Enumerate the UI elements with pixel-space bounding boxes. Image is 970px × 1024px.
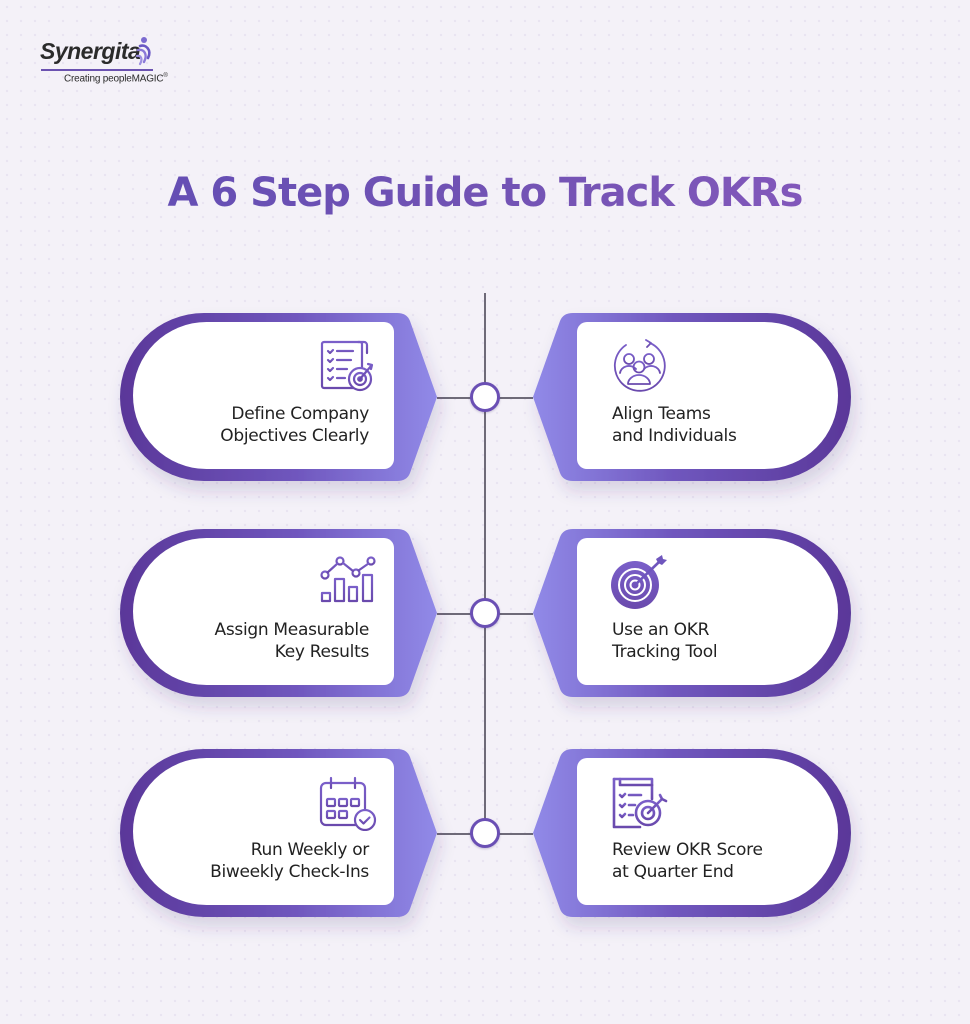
step-card-6: Review OKR Score at Quarter End [533, 749, 863, 917]
step-label: Define Company Objectives Clearly [220, 404, 369, 446]
synergita-logo: Synergita Creating peopleMAGIC® [40, 37, 168, 84]
connector-line-6 [499, 833, 533, 835]
step-label: Run Weekly or Biweekly Check-Ins [210, 840, 369, 882]
step-label: Use an OKR Tracking Tool [612, 620, 718, 662]
connector-line-5 [437, 833, 471, 835]
step-card-5: Run Weekly or Biweekly Check-Ins [120, 749, 450, 917]
timeline-node-2 [470, 598, 500, 628]
card-body [577, 322, 838, 469]
team-align-icon [613, 339, 666, 392]
step-label: Review OKR Score at Quarter End [612, 840, 763, 882]
card-body [133, 322, 394, 469]
connector-line-1 [437, 397, 471, 399]
timeline-node-1 [470, 382, 500, 412]
connector-line-4 [499, 613, 533, 615]
card-body [577, 538, 838, 685]
logo-tagline: Creating peopleMAGIC® [64, 73, 168, 85]
step-label: Assign Measurable Key Results [214, 620, 370, 662]
timeline-node-3 [470, 818, 500, 848]
page-title: A 6 Step Guide to Track OKRs [0, 170, 970, 216]
step-label: Align Teams and Individuals [612, 404, 737, 446]
step-card-1: Define Company Objectives Clearly [120, 313, 450, 481]
card-body [133, 538, 394, 685]
timeline-vertical-line [484, 293, 486, 833]
checklist-target-icon [320, 340, 374, 392]
calendar-check-icon [319, 776, 377, 831]
logo-wordmark: Synergita [40, 38, 141, 64]
logo-underline [41, 69, 153, 71]
step-card-4: Use an OKR Tracking Tool [533, 529, 863, 697]
clipboard-target-icon [612, 777, 668, 829]
logo-swirl-icon [135, 37, 151, 66]
step-card-2: Align Teams and Individuals [533, 313, 863, 481]
connector-line-3 [437, 613, 471, 615]
connector-line-2 [499, 397, 533, 399]
target-arrow-icon [611, 555, 667, 609]
bar-line-chart-icon [318, 556, 378, 609]
step-card-3: Assign Measurable Key Results [120, 529, 450, 697]
